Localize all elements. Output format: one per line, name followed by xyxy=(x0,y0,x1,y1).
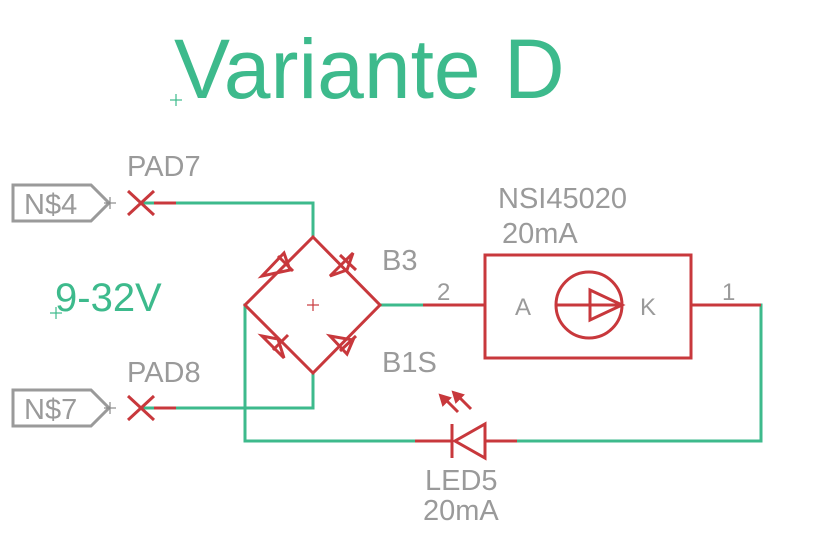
wire-bridge-minus-led xyxy=(243,303,417,443)
voltage-origin-marker xyxy=(50,307,62,319)
regulator-pin-a: A xyxy=(515,294,531,321)
bridge-rectifier-symbol xyxy=(242,234,383,376)
net-label-n4-text: N$4 xyxy=(24,189,77,221)
title-origin-marker xyxy=(170,94,182,106)
pad7-symbol xyxy=(126,189,176,217)
voltage-label: 9-32V xyxy=(55,276,162,320)
net-label-n4: N$4 xyxy=(11,183,116,223)
regulator-value: 20mA xyxy=(502,218,578,250)
bridge-diode-tr xyxy=(328,251,358,278)
led-value: 20mA xyxy=(423,495,499,527)
bridge-diode-bl xyxy=(257,333,290,360)
bridge-name-b3: B3 xyxy=(382,245,417,277)
wires xyxy=(140,201,763,443)
wire-pad8-bridge xyxy=(140,371,315,410)
pad7-name: PAD7 xyxy=(127,151,201,183)
led-name: LED5 xyxy=(425,465,498,497)
bridge-diode-br xyxy=(325,333,358,357)
regulator-pin-2: 2 xyxy=(437,279,450,306)
bridge-diode-tl xyxy=(257,250,295,279)
regulator-symbol xyxy=(423,253,761,360)
regulator-pin-1: 1 xyxy=(722,279,735,306)
net-label-n7-text: N$7 xyxy=(24,394,77,426)
net-label-n7: N$7 xyxy=(11,388,116,428)
wire-led-reg xyxy=(515,303,763,443)
wire-pad7-bridge xyxy=(140,201,315,239)
regulator-pin-k: K xyxy=(640,294,656,321)
bridge-name-b1s: B1S xyxy=(382,347,437,379)
pad8-symbol xyxy=(126,394,176,422)
schematic-title: Variante D xyxy=(174,22,565,116)
led-symbol xyxy=(415,390,517,461)
regulator-name: NSI45020 xyxy=(498,183,627,215)
pad8-name: PAD8 xyxy=(127,357,201,389)
